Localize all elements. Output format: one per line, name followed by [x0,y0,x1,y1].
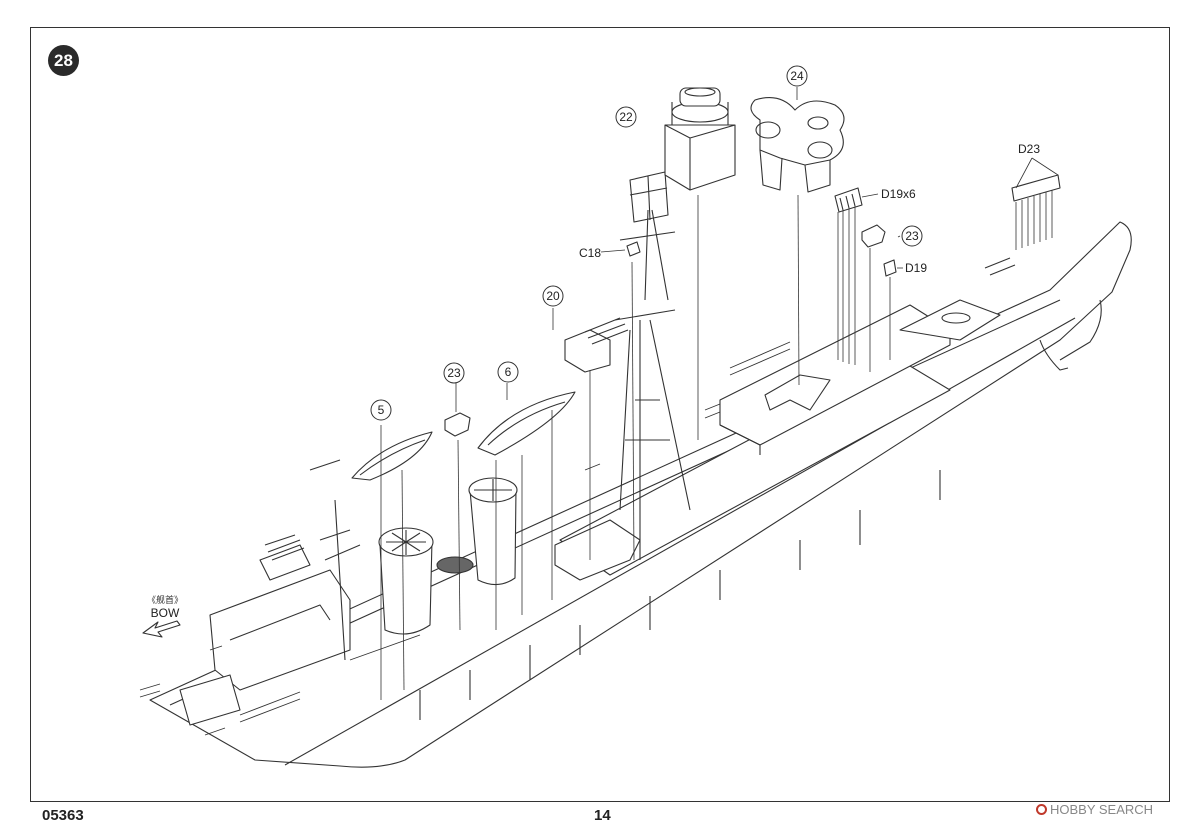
part-d19 [883,259,897,277]
bow-arrow-icon [142,620,181,638]
ship-superstructure [179,257,1016,726]
label-d23: D23 [1018,142,1040,156]
ship-railings [139,341,791,736]
part-5-lifeboat [351,431,433,481]
part-24-bridge [750,97,845,193]
product-code: 05363 [42,807,84,824]
step-number-badge: 28 [48,45,79,76]
callout-23-left: 23 [443,362,465,384]
part-c18 [626,241,641,257]
svg-text:23: 23 [905,229,919,243]
bow-label-cn: 《舰首》 [146,595,183,605]
svg-text:24: 24 [790,69,804,83]
bow-label-en: BOW [150,606,180,620]
watermark-text: HOBBY SEARCH [1050,802,1154,817]
part-d19x6 [834,187,863,213]
label-d19x6: D19x6 [881,187,916,201]
callout-23-right: 23 [901,225,923,247]
page-frame [30,27,1170,802]
svg-text:20: 20 [546,289,560,303]
ship-masts [309,171,691,661]
hobby-search-logo-icon [1036,804,1047,815]
part-6-lifeboat [477,391,576,456]
part-d23 [1011,174,1061,202]
callout-24: 24 [786,65,808,87]
svg-text:6: 6 [505,365,512,379]
callout-22: 22 [615,106,637,128]
watermark: HOBBY SEARCH [1036,802,1153,817]
bow-indicator: 《舰首》 BOW [135,593,195,620]
ship-funnels [378,477,518,635]
ship-hull [149,221,1132,768]
label-d19: D19 [905,261,927,275]
svg-text:23: 23 [447,366,461,380]
guide-lines [380,87,1053,700]
page-number: 14 [594,807,611,824]
svg-text:5: 5 [378,403,385,417]
part-20-gun-mount [564,317,629,373]
callout-5: 5 [370,399,392,421]
callout-20: 20 [542,285,564,307]
svg-text:22: 22 [619,110,633,124]
label-c18: C18 [579,246,601,260]
part-22-director [664,87,736,191]
part-23-fitting [444,224,886,437]
callout-6: 6 [497,361,519,383]
